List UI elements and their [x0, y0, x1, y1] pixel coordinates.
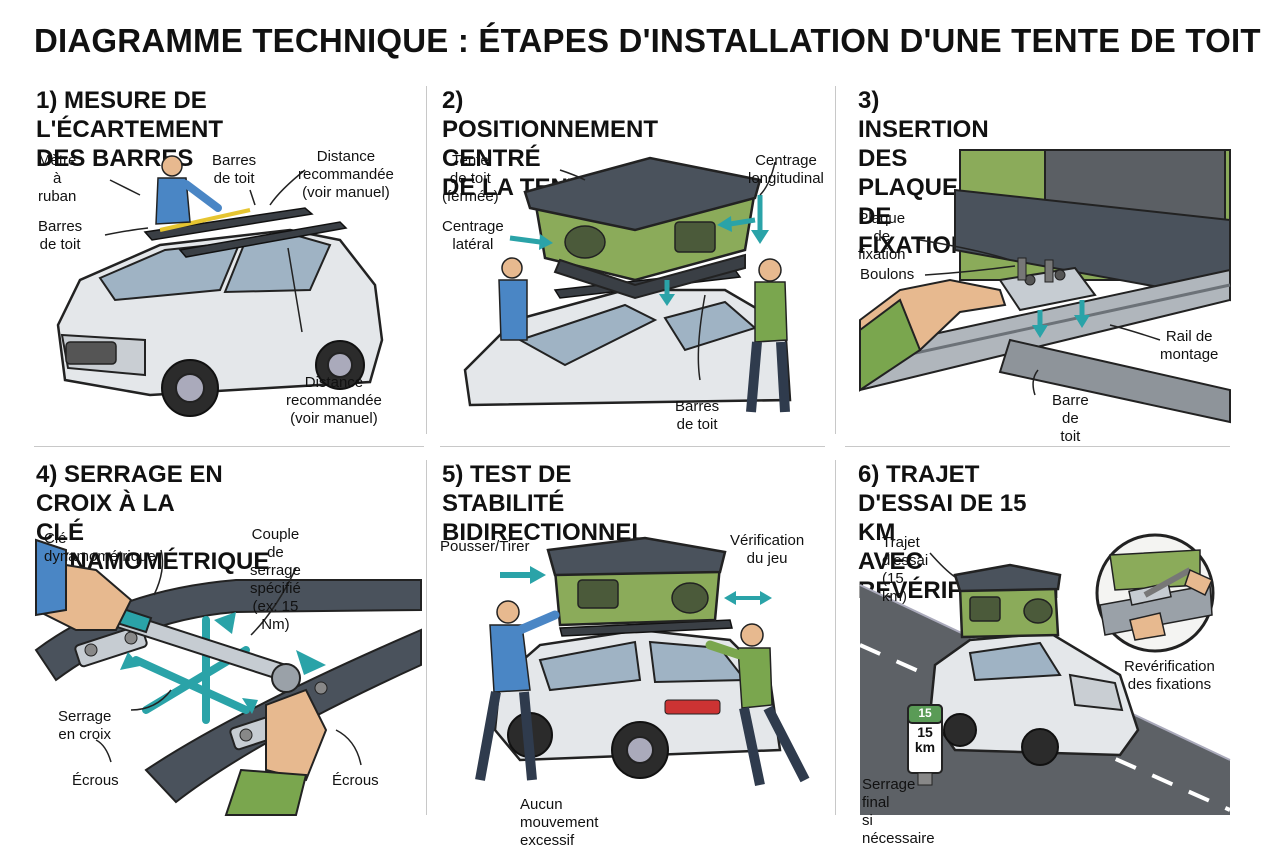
label-mounting-rail: Rail de montage — [1160, 328, 1219, 363]
panel-2-illustration — [463, 156, 792, 413]
label-tape-measure: Mètre à ruban — [38, 152, 77, 205]
label-no-excess-movement: Aucun mouvement excessif — [520, 796, 599, 849]
label-roof-tent-closed: Tente de toit (fermée) — [442, 152, 499, 205]
label-test-drive: Trajet d'essai (15 km) — [882, 534, 929, 605]
label-roof-bar: Barre de toit — [1052, 392, 1089, 445]
label-recheck-fixings: Revérification des fixations — [1124, 658, 1215, 693]
row-separator — [440, 446, 825, 447]
label-specified-torque: Couple de serrage spécifié (ex: 15 Nm) — [250, 526, 301, 633]
sign-top-number: 15 — [918, 706, 932, 720]
column-separator — [426, 460, 427, 815]
panel-5-title: 5) TEST DE STABILITÉ BIDIRECTIONNEL — [442, 461, 646, 546]
label-push-pull: Pousser/Tirer — [440, 538, 530, 555]
panel-6-illustration — [859, 533, 1231, 815]
column-separator — [426, 86, 427, 434]
panel-1-illustration — [56, 155, 384, 417]
label-torque-wrench: Clé dynamométrique — [44, 530, 156, 565]
label-nuts-right: Écrous — [332, 772, 379, 789]
label-mounting-plate: Plaque de fixation — [858, 210, 906, 263]
column-separator — [835, 86, 836, 434]
label-play-check: Vérification du jeu — [730, 532, 805, 567]
label-recommended-distance-bottom: Distance recommandée (voir manuel) — [286, 374, 382, 427]
label-roof-bars: Barres de toit — [675, 398, 720, 433]
label-roof-bars-left: Barres de toit — [38, 218, 83, 253]
label-recommended-distance-top: Distance recommandée (voir manuel) — [298, 148, 394, 201]
label-nuts-left: Écrous — [72, 772, 119, 789]
label-cross-tightening: Serrage en croix — [58, 708, 112, 743]
row-separator — [845, 446, 1230, 447]
panel-3-illustration — [859, 149, 1231, 424]
row-separator — [34, 446, 424, 447]
label-longitudinal-centering: Centrage longitudinal — [748, 152, 824, 187]
panel-4-title: 4) SERRAGE EN CROIX À LA CLÉ DYNAMOMÉTRI… — [36, 461, 270, 575]
panel-2-title: 2) POSITIONNEMENT CENTRÉ DE LA TENTE — [442, 87, 659, 201]
column-separator — [835, 460, 836, 815]
label-final-tightening: Serrage final si nécessaire — [862, 776, 935, 847]
page-title: DIAGRAMME TECHNIQUE : ÉTAPES D'INSTALLAT… — [34, 22, 1261, 59]
panel-3-title: 3) INSERTION DES PLAQUES DE FIXATION — [858, 87, 989, 259]
label-bolts: Boulons — [860, 266, 915, 283]
panel-4-illustration — [34, 538, 422, 816]
panel-5-illustration — [475, 536, 810, 787]
distance-sign: 15 km — [914, 724, 936, 755]
label-roof-bars-top: Barres de toit — [212, 152, 257, 187]
label-lateral-centering: Centrage latéral — [442, 218, 504, 253]
